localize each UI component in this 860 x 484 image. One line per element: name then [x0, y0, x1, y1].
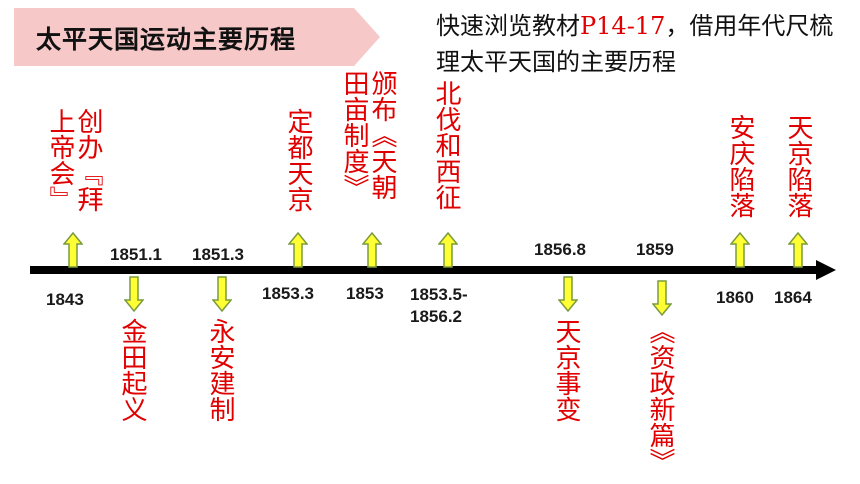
down-arrow-icon: [558, 276, 578, 312]
event-label-1853: 颁布《天朝田亩制度》: [339, 70, 397, 200]
up-arrow-icon: [362, 232, 382, 268]
event-year-1853-3: 1853.3: [262, 284, 314, 303]
title-banner: 太平天国运动主要历程: [14, 8, 380, 66]
event-label-1853-5: 北伐和西征: [431, 80, 461, 210]
event-year-1853-5: 1853.5- 1856.2: [410, 285, 468, 326]
up-arrow-icon: [438, 232, 458, 268]
instruction-page-ref: P14-17: [580, 12, 666, 40]
event-label-1851-3: 永安建制: [205, 318, 235, 422]
event-year-1843: 1843: [46, 290, 84, 309]
event-label-1860: 安庆陷落: [725, 114, 755, 218]
instruction-after: ，借用年代尺梳理太平天国的主要历程: [436, 12, 834, 76]
event-label-1864: 天京陷落: [783, 114, 813, 218]
up-arrow-icon: [788, 232, 808, 268]
down-arrow-icon: [124, 276, 144, 312]
down-arrow-icon: [652, 280, 672, 316]
event-year-1859: 1859: [636, 240, 674, 259]
instruction-text: 快速浏览教材P14-17，借用年代尺梳理太平天国的主要历程: [436, 8, 846, 80]
event-label-1856-8: 天京事变: [551, 318, 581, 422]
timeline-line: [30, 266, 818, 274]
event-year-1860: 1860: [716, 288, 754, 307]
event-year-1851-1: 1851.1: [110, 245, 162, 264]
timeline-arrowhead: [816, 260, 836, 280]
up-arrow-icon: [63, 232, 83, 268]
page-title: 太平天国运动主要历程: [36, 25, 297, 54]
title-banner-shape: [14, 8, 380, 66]
event-year-1853: 1853: [346, 284, 384, 303]
event-year-1856-8: 1856.8: [534, 240, 586, 259]
instruction-before: 快速浏览教材: [436, 12, 580, 40]
event-year-1864: 1864: [774, 288, 812, 307]
up-arrow-icon: [730, 232, 750, 268]
event-label-1851-1: 金田起义: [117, 318, 147, 422]
event-label-1853-3: 定都天京: [283, 108, 313, 212]
event-label-1843: 创办『拜上帝会』: [45, 108, 103, 212]
down-arrow-icon: [212, 276, 232, 312]
event-year-1851-3: 1851.3: [192, 245, 244, 264]
event-label-1859: 《资政新篇》: [645, 318, 675, 474]
up-arrow-icon: [288, 232, 308, 268]
